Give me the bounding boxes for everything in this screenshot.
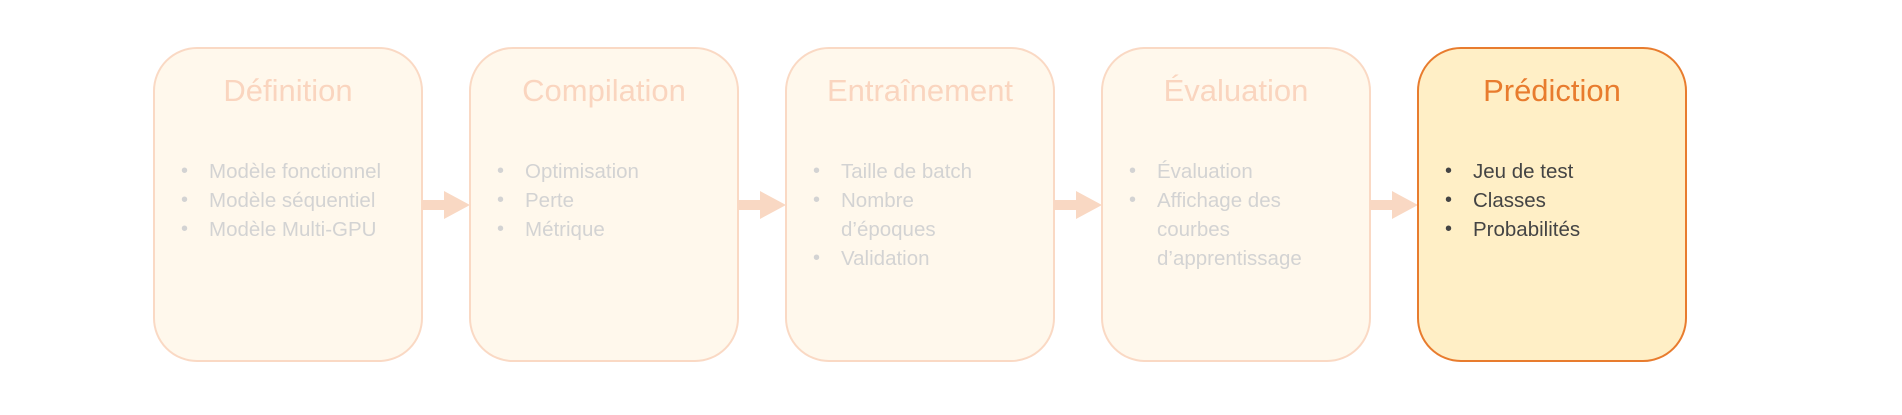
list-item: • Optimisation xyxy=(497,157,727,186)
step-items-list: • Taille de batch • Nombre d’époques • Vali… xyxy=(813,157,1043,273)
step-title: Définition xyxy=(223,73,353,108)
step-title: Entraînement xyxy=(826,73,1014,108)
bullet-icon: • xyxy=(497,218,505,240)
step-items-list: • Modèle fonctionnel • Modèle séquentiel •… xyxy=(181,157,411,244)
list-item: • Perte xyxy=(497,186,727,215)
bullet-icon: • xyxy=(497,160,505,182)
list-item: • Modèle fonctionnel xyxy=(181,157,411,186)
list-item: • Validation xyxy=(813,244,1043,273)
list-item: • Jeu de test xyxy=(1445,157,1675,186)
step-items-list: • Optimisation • Perte • Métrique xyxy=(497,157,727,244)
list-item-label: Optimisation xyxy=(525,160,639,183)
step-definition: Définition • Modèle fonctionnel • Modèle s… xyxy=(153,47,423,362)
step-title: Compilation xyxy=(522,73,686,108)
list-item-label: Perte xyxy=(525,189,574,212)
list-item-label: Modèle séquentiel xyxy=(209,189,376,212)
list-item-label: Modèle Multi-GPU xyxy=(209,218,377,241)
list-item-label: Classes xyxy=(1473,189,1546,212)
bullet-icon: • xyxy=(813,189,821,211)
bullet-icon: • xyxy=(181,218,189,240)
step-title: Prédiction xyxy=(1483,73,1621,108)
step-compilation: Compilation • Optimisation • Perte • Métriq… xyxy=(469,47,739,362)
step-items-list: • Évaluation • Affichage des courbes d’app… xyxy=(1129,157,1359,273)
step-items-list: • Jeu de test • Classes • Probabilités xyxy=(1445,157,1675,244)
arrow-right-icon xyxy=(1370,191,1418,219)
list-item-label: Évaluation xyxy=(1157,160,1253,183)
list-item-label: Validation xyxy=(841,247,930,270)
bullet-icon: • xyxy=(497,189,505,211)
arrow-right-icon xyxy=(738,191,786,219)
list-item-label: Jeu de test xyxy=(1473,160,1574,183)
list-item: • Probabilités xyxy=(1445,215,1675,244)
list-item: • Classes xyxy=(1445,186,1675,215)
list-item: • Métrique xyxy=(497,215,727,244)
list-item: • Modèle séquentiel xyxy=(181,186,411,215)
list-item-label: Métrique xyxy=(525,218,605,241)
bullet-icon: • xyxy=(1129,160,1137,182)
list-item-label: Affichage des courbes d’apprentissage xyxy=(1157,189,1302,270)
list-item-label: Taille de batch xyxy=(841,160,973,183)
list-item: • Nombre d’époques xyxy=(813,186,1043,244)
list-item: • Taille de batch xyxy=(813,157,1043,186)
list-item-label: Nombre d’époques xyxy=(841,189,936,241)
step-title: Évaluation xyxy=(1163,73,1309,108)
bullet-icon: • xyxy=(1445,189,1453,211)
step-entrainement: Entraînement • Taille de batch • Nombre d’… xyxy=(785,47,1055,362)
list-item: • Affichage des courbes d’apprentissage xyxy=(1129,186,1359,273)
bullet-icon: • xyxy=(813,247,821,269)
step-evaluation: Évaluation • Évaluation • Affichage des co… xyxy=(1101,47,1371,362)
list-item: • Modèle Multi-GPU xyxy=(181,215,411,244)
bullet-icon: • xyxy=(1445,160,1453,182)
arrow-right-icon xyxy=(422,191,470,219)
bullet-icon: • xyxy=(1445,218,1453,240)
bullet-icon: • xyxy=(181,160,189,182)
list-item-label: Modèle fonctionnel xyxy=(209,160,382,183)
list-item: • Évaluation xyxy=(1129,157,1359,186)
list-item-label: Probabilités xyxy=(1473,218,1581,241)
bullet-icon: • xyxy=(813,160,821,182)
arrow-right-icon xyxy=(1054,191,1102,219)
step-prediction: Prédiction • Jeu de test • Classes • Probab… xyxy=(1417,47,1687,362)
bullet-icon: • xyxy=(1129,189,1137,211)
bullet-icon: • xyxy=(181,189,189,211)
